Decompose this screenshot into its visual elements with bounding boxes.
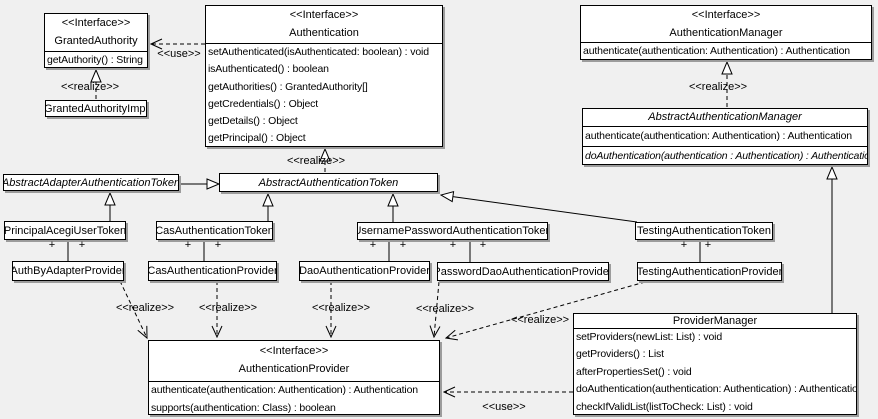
class-box-abstract-authentication-manager: AbstractAuthenticationManager authentica…	[582, 108, 868, 165]
class-name: UsernamePasswordAuthenticationToken	[357, 225, 548, 237]
association-plus: +	[78, 239, 86, 251]
method-row: getDetails() : Object	[208, 115, 298, 128]
class-box-authentication-provider: <<Interface>> AuthenticationProvider aut…	[148, 340, 440, 415]
class-stereotype: <<Interface>>	[259, 345, 329, 357]
class-stereotype: <<Interface>>	[691, 9, 761, 21]
method-row: getProviders() : List	[576, 348, 664, 361]
realize-label: <<realize>>	[115, 302, 175, 314]
realize-label: <<realize>>	[286, 155, 346, 167]
method-row: getCredentials() : Object	[208, 97, 319, 110]
association-plus: +	[184, 239, 192, 251]
edge-gen-testingauthenticationtoken	[441, 195, 638, 223]
method-row: doAuthentication(authentication: Authent…	[576, 383, 856, 396]
class-name: CasAuthenticationProvider	[148, 265, 277, 277]
method-row: getAuthorities() : GrantedAuthority[]	[208, 80, 368, 93]
class-name: TestingAuthenticationProvider	[637, 265, 782, 278]
class-name: Authentication	[289, 27, 359, 39]
realize-label: <<realize>>	[415, 303, 475, 315]
class-box-granted-authority-impl: GrantedAuthorityImpl	[45, 100, 147, 117]
class-box-authentication-manager: <<Interface>> AuthenticationManager auth…	[580, 5, 872, 60]
class-box-provider-manager: ProviderManager setProviders(newList: Li…	[573, 313, 857, 415]
association-plus: +	[369, 239, 377, 251]
method-row: getAuthority() : String	[47, 54, 143, 66]
method-row: isAuthenticated() : boolean	[208, 63, 329, 76]
class-box-testing-authentication-token: TestingAuthenticationToken	[635, 222, 773, 240]
class-box-auth-by-adapter-provider: AuthByAdapterProvider	[12, 261, 124, 281]
association-plus: +	[704, 239, 712, 251]
realize-label: <<realize>>	[198, 302, 258, 314]
association-plus: +	[449, 239, 457, 251]
class-name: AbstractAuthenticationToken	[258, 176, 399, 189]
class-box-granted-authority: <<Interface>> GrantedAuthority getAuthor…	[44, 13, 148, 68]
association-plus: +	[399, 239, 407, 251]
association-plus: +	[680, 239, 688, 251]
class-name: CasAuthenticationToken	[156, 224, 273, 237]
class-stereotype: <<Interface>>	[61, 17, 131, 29]
class-box-cas-authentication-token: CasAuthenticationToken	[156, 221, 273, 240]
class-name: AbstractAdapterAuthenticationToken	[3, 176, 179, 189]
class-name: AuthenticationProvider	[238, 363, 350, 375]
realize-label: <<realize>>	[688, 81, 748, 93]
class-box-username-password-authentication-token: UsernamePasswordAuthenticationToken	[357, 222, 548, 240]
method-row: getPrincipal() : Object	[208, 132, 306, 145]
class-name: AuthByAdapterProvider	[12, 265, 124, 277]
class-name: AuthenticationManager	[669, 27, 783, 39]
association-plus: +	[48, 239, 56, 251]
method-row: afterPropertiesSet() : void	[576, 365, 692, 378]
method-row: doAuthentication(authentication : Authen…	[583, 146, 867, 165]
class-name: ProviderManager	[672, 315, 758, 327]
class-name: TestingAuthenticationToken	[637, 225, 771, 237]
class-name: GrantedAuthority	[54, 35, 138, 47]
class-box-principal-acegi-user-token: PrincipalAcegiUserToken	[4, 221, 126, 240]
method-row: authenticate(authentication: Authenticat…	[583, 45, 850, 57]
class-box-authentication: <<Interface>> Authentication setAuthenti…	[205, 5, 443, 147]
class-name: AbstractAuthenticationManager	[648, 111, 802, 123]
class-box-testing-authentication-provider: TestingAuthenticationProvider	[637, 262, 782, 281]
class-name: GrantedAuthorityImpl	[45, 102, 147, 115]
association-plus: +	[214, 239, 222, 251]
use-label: <<use>>	[157, 48, 201, 60]
method-row: supports(authentication: Class) : boolea…	[151, 401, 336, 414]
edge-realize-authbyadapterprovider	[119, 280, 147, 338]
class-name: PasswordDaoAuthenticationProvider	[437, 265, 609, 278]
class-box-cas-authentication-provider: CasAuthenticationProvider	[148, 261, 277, 281]
class-box-password-dao-authentication-provider: PasswordDaoAuthenticationProvider	[437, 262, 609, 281]
class-name: DaoAuthenticationProvider	[299, 265, 430, 277]
method-row: authenticate(authentication: Authenticat…	[585, 130, 852, 142]
class-box-dao-authentication-provider: DaoAuthenticationProvider	[299, 261, 430, 281]
class-stereotype: <<Interface>>	[289, 9, 359, 21]
method-row: checkIfValidList(listToCheck: List) : vo…	[576, 400, 753, 413]
association-plus: +	[479, 239, 487, 251]
class-name: PrincipalAcegiUserToken	[4, 224, 126, 237]
method-row: setProviders(newList: List) : void	[576, 331, 723, 343]
use-label: <<use>>	[482, 401, 526, 413]
method-row: authenticate(authentication: Authenticat…	[151, 384, 418, 396]
class-box-abstract-authentication-token: AbstractAuthenticationToken	[219, 173, 438, 192]
edge-realize-passworddaoauthenticationprovider	[434, 281, 439, 337]
method-row: setAuthenticated(isAuthenticated: boolea…	[208, 46, 429, 58]
realize-label: <<realize>>	[311, 302, 371, 314]
class-box-abstract-adapter-authentication-token: AbstractAdapterAuthenticationToken	[3, 174, 179, 191]
realize-label: <<realize>>	[60, 81, 120, 93]
realize-label: <<realize>>	[510, 314, 570, 326]
